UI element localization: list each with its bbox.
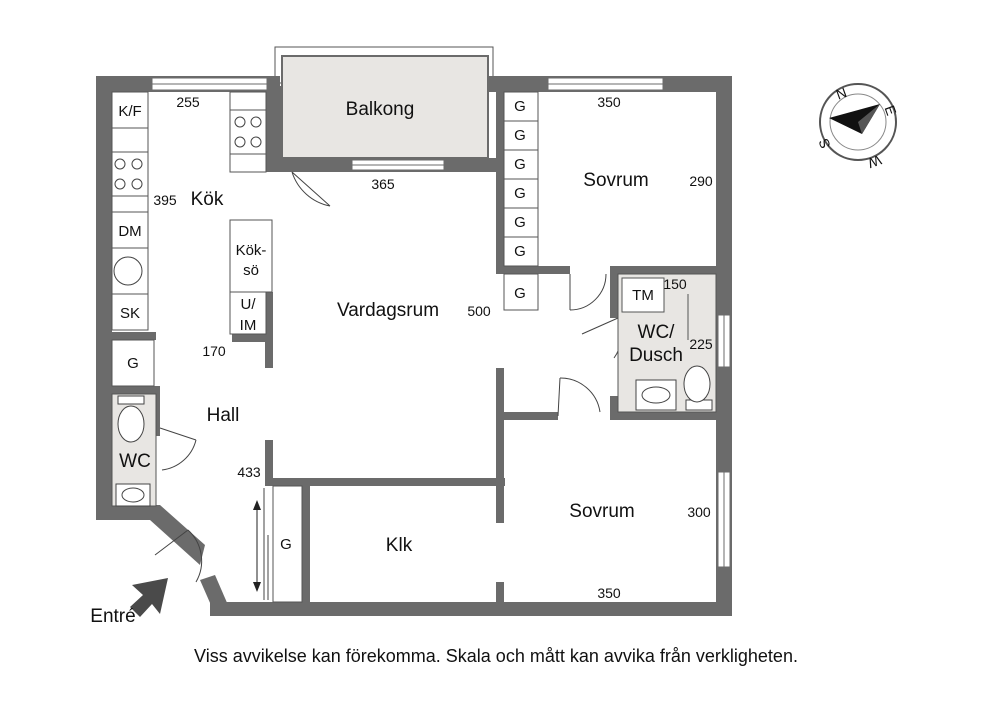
fixture-label-sk: SK bbox=[120, 305, 140, 322]
fixture-label-washing-machine: TM bbox=[632, 287, 654, 304]
dimension-bathroom-height: 225 bbox=[689, 336, 713, 352]
dimension-living-top: 365 bbox=[371, 176, 395, 192]
fixture-label-uim-line2: IM bbox=[240, 317, 257, 334]
wardrobe-label-4: G bbox=[514, 185, 526, 202]
room-label-hall: Hall bbox=[207, 405, 240, 426]
wc-room bbox=[111, 393, 157, 507]
wardrobe-label-6: G bbox=[514, 243, 526, 260]
wardrobe-label-7: G bbox=[514, 285, 526, 302]
dimension-bedroom-top-height: 290 bbox=[689, 173, 713, 189]
dimension-hall-side: 170 bbox=[202, 343, 226, 359]
disclaimer-text: Viss avvikelse kan förekomma. Skala och … bbox=[194, 646, 798, 666]
windows bbox=[151, 77, 731, 568]
room-label-bedroom-top: Sovrum bbox=[583, 170, 648, 191]
fixture-label-fridge-freezer: K/F bbox=[118, 103, 141, 120]
fixture-label-uim-line1: U/ bbox=[241, 296, 257, 313]
wardrobe-label-closet: G bbox=[280, 536, 292, 553]
room-label-bathroom-line1: WC/ bbox=[638, 322, 676, 343]
wardrobes bbox=[111, 91, 539, 603]
wardrobe-label-3: G bbox=[514, 156, 526, 173]
bathroom bbox=[617, 273, 717, 413]
sliding-door-arrow bbox=[253, 500, 261, 592]
dimension-bedroom-bottom-height: 300 bbox=[687, 504, 711, 520]
wardrobe-label-5: G bbox=[514, 214, 526, 231]
kitchen-fixtures bbox=[111, 91, 273, 335]
wardrobe-label-hall: G bbox=[127, 355, 139, 372]
room-label-bathroom-line2: Dusch bbox=[629, 345, 683, 366]
doors bbox=[154, 171, 623, 600]
dimension-bathroom-width: 150 bbox=[663, 276, 687, 292]
compass-west: W bbox=[865, 152, 884, 172]
wardrobe-label-1: G bbox=[514, 98, 526, 115]
floor-plan: Balkong Kök Vardagsrum Sovrum Sovrum Hal… bbox=[90, 46, 900, 627]
wardrobe-label-2: G bbox=[514, 127, 526, 144]
room-label-bedroom-bottom: Sovrum bbox=[569, 501, 634, 522]
room-label-balcony: Balkong bbox=[346, 99, 415, 120]
fixture-label-kitchen-island-line2: sö bbox=[243, 262, 259, 279]
entrance-label: Entré bbox=[90, 606, 135, 627]
dimension-kitchen-side: 395 bbox=[153, 192, 177, 208]
dimension-bedroom-top-width: 350 bbox=[597, 94, 621, 110]
balcony-floor bbox=[281, 55, 489, 159]
dimension-living-side: 500 bbox=[467, 303, 491, 319]
room-label-kitchen: Kök bbox=[191, 189, 224, 210]
fixture-label-dishwasher: DM bbox=[118, 223, 141, 240]
entrance-arrow bbox=[130, 578, 168, 617]
compass bbox=[819, 83, 897, 161]
fixture-label-kitchen-island-line1: Kök- bbox=[236, 242, 267, 259]
room-label-living-room: Vardagsrum bbox=[337, 300, 439, 321]
dimension-hall-lower: 433 bbox=[237, 464, 261, 480]
room-label-closet: Klk bbox=[386, 535, 413, 556]
dimension-bedroom-bottom-width: 350 bbox=[597, 585, 621, 601]
dimension-kitchen-top: 255 bbox=[176, 94, 200, 110]
room-label-wc: WC bbox=[119, 451, 151, 472]
